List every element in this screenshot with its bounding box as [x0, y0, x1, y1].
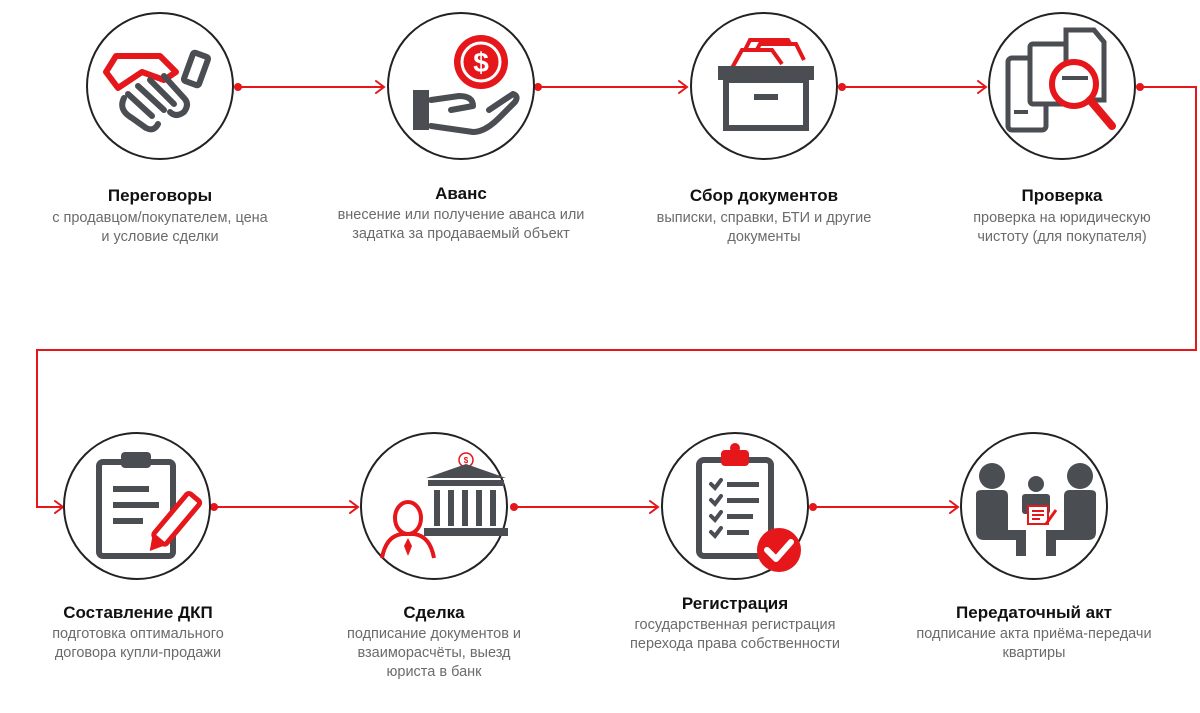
step-description: подготовка оптимального договора купли-п… — [52, 626, 224, 661]
arrow-head — [977, 80, 988, 94]
bank-person-icon: $ — [380, 452, 508, 559]
step-description: с продавцом/покупателем, цена и условие … — [52, 210, 268, 245]
step-description: подписание документов и взаиморасчёты, в… — [346, 626, 522, 680]
clipboard-check-icon — [696, 443, 801, 572]
step-title: Передаточный акт — [956, 603, 1112, 622]
arrow-head — [649, 500, 660, 514]
connector-dot — [1136, 83, 1144, 91]
magnifier-documents-icon — [1005, 27, 1116, 133]
step-icon-circle — [960, 432, 1108, 580]
step-icon-circle — [690, 12, 838, 160]
step-description: внесение или получение аванса или задатк… — [337, 207, 585, 242]
step-description: государственная регистрация перехода пра… — [630, 617, 840, 652]
step-title: Сделка — [403, 603, 465, 622]
document-box-icon — [718, 38, 814, 131]
meeting-people-icon — [976, 463, 1096, 556]
svg-text:$: $ — [464, 456, 469, 465]
connector-dot — [838, 83, 846, 91]
step-icon-circle — [86, 12, 234, 160]
step-title: Аванс — [435, 184, 487, 203]
step-icon-circle: $ — [360, 432, 508, 580]
connector-dot — [510, 503, 518, 511]
step-title: Переговоры — [107, 186, 213, 205]
step-description: проверка на юридическую чистоту (для пок… — [973, 210, 1151, 245]
step-icon-circle — [988, 12, 1136, 160]
handshake-icon — [103, 49, 212, 133]
step-icon-circle: $ — [387, 12, 535, 160]
step-title: Регистрация — [681, 594, 789, 613]
svg-text:$: $ — [473, 47, 489, 78]
step-title: Составление ДКП — [63, 603, 213, 622]
step-title: Сбор документов — [689, 186, 839, 205]
arrow-head — [678, 80, 689, 94]
step-title: Проверка — [1021, 186, 1103, 205]
arrow-head — [349, 500, 360, 514]
connector-dot — [534, 83, 542, 91]
connector-dot — [809, 503, 817, 511]
clipboard-pen-icon — [96, 452, 203, 559]
connector-dot — [234, 83, 242, 91]
arrow-head — [949, 500, 960, 514]
arrow-head — [375, 80, 386, 94]
step-icon-circle — [661, 432, 809, 580]
step-description: выписки, справки, БТИ и другие документы — [656, 210, 872, 245]
connector-dot — [210, 503, 218, 511]
step-icon-circle — [63, 432, 211, 580]
step-description: подписание акта приёма-передачи квартиры — [916, 626, 1152, 661]
hand-dollar-icon: $ — [413, 35, 520, 135]
